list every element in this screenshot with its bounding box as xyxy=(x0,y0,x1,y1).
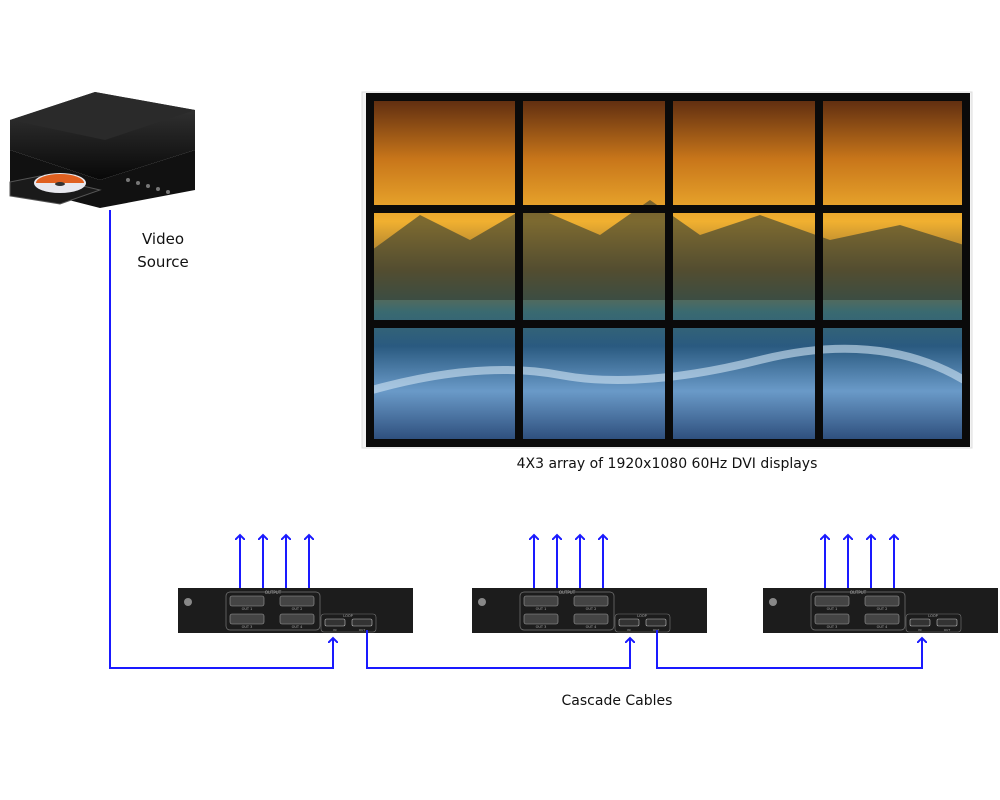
hdmi-port xyxy=(351,618,373,627)
hdmi-port xyxy=(645,618,667,627)
output-label: OUTPUT xyxy=(265,590,282,595)
dvi-port-label: OUT 1 xyxy=(827,607,838,611)
dvi-port-label: OUT 1 xyxy=(242,607,253,611)
cascade-cables-label: Cascade Cables xyxy=(561,693,673,709)
loop-label: LOOP xyxy=(343,614,352,618)
video-source-line1: Video xyxy=(141,230,185,248)
hdmi-port xyxy=(909,618,931,627)
dvi-port-label: OUT 4 xyxy=(586,625,598,629)
dvi-port xyxy=(229,595,265,607)
dvi-port-label: OUT 2 xyxy=(292,607,303,611)
dvi-port-label: OUT 4 xyxy=(877,625,889,629)
hdmi-port-label: IN xyxy=(627,628,630,632)
dvi-port-label: OUT 3 xyxy=(242,625,253,629)
dvi-port xyxy=(229,613,265,625)
source-cable xyxy=(109,210,333,669)
dvi-port-label: OUT 4 xyxy=(292,625,304,629)
dvi-port xyxy=(523,595,559,607)
hdmi-port xyxy=(618,618,640,627)
dvi-port xyxy=(864,595,900,607)
dvi-port xyxy=(814,595,850,607)
dvi-port xyxy=(523,613,559,625)
loop-label: LOOP xyxy=(637,614,646,618)
dvi-port-label: OUT 1 xyxy=(536,607,547,611)
dvi-port-label: OUT 3 xyxy=(827,625,838,629)
hdmi-port xyxy=(324,618,346,627)
video-source-line2: Source xyxy=(137,253,189,271)
dvi-port xyxy=(814,613,850,625)
dvi-port xyxy=(279,595,315,607)
cascade-cable-2 xyxy=(656,630,922,669)
cable-lines xyxy=(109,210,922,669)
video-source-label: Video Source xyxy=(113,228,213,274)
loop-label: LOOP xyxy=(928,614,937,618)
hdmi-port xyxy=(936,618,958,627)
dvi-port-label: OUT 2 xyxy=(586,607,597,611)
output-label: OUTPUT xyxy=(850,590,867,595)
hdmi-port-label: OUT xyxy=(944,628,951,632)
dvi-port-label: OUT 2 xyxy=(877,607,888,611)
splitter-device-1: OUTPUT OUT 1 OUT 2 OUT 3 OUT 4 LOOP IN OUT xyxy=(178,588,413,633)
hdmi-port-label: IN xyxy=(918,628,921,632)
dvi-port xyxy=(573,595,609,607)
output-label: OUTPUT xyxy=(559,590,576,595)
cascade-cable-1 xyxy=(366,630,630,669)
splitter-device-3: OUTPUT OUT 1 OUT 2 OUT 3 OUT 4 LOOP IN OUT xyxy=(763,588,998,633)
hdmi-port-label: OUT xyxy=(359,628,366,632)
dvd-player-image xyxy=(9,92,195,208)
display-caption: 4X3 array of 1920x1080 60Hz DVI displays xyxy=(516,456,818,472)
hdmi-port-label: IN xyxy=(333,628,336,632)
video-wall-display xyxy=(361,91,973,449)
dvi-port xyxy=(279,613,315,625)
dvi-port xyxy=(864,613,900,625)
dvi-port-label: OUT 3 xyxy=(536,625,547,629)
dvi-port xyxy=(573,613,609,625)
